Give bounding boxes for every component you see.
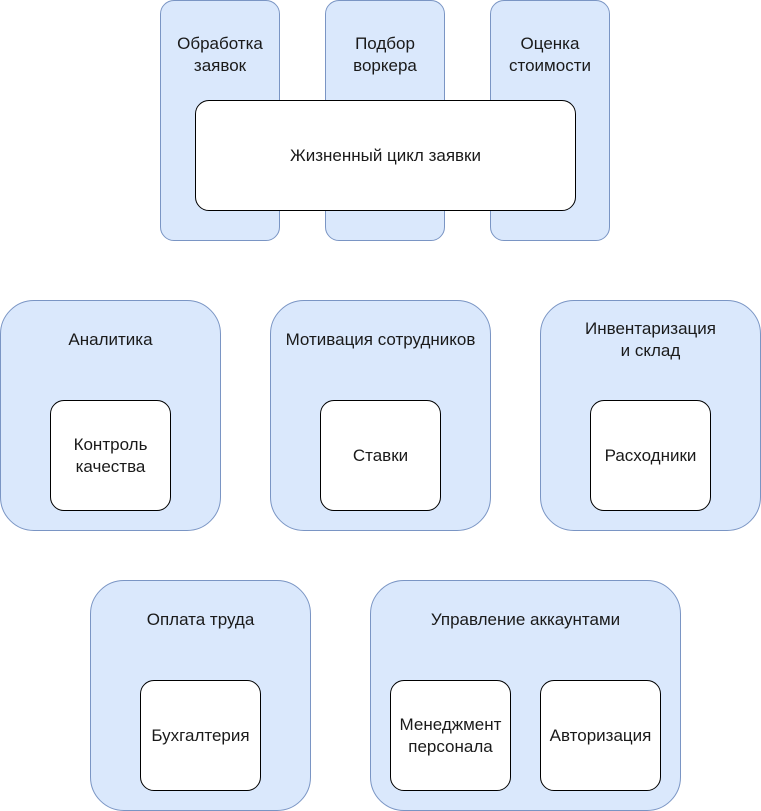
consumables-label: Расходники: [604, 445, 697, 465]
accounting-label: Бухгалтерия: [151, 725, 250, 745]
group-request-processing-label: Обработка заявок: [177, 34, 263, 75]
staff-management-box: Менеджмент персонала: [390, 680, 511, 791]
group-cost-estimation-label: Оценка стоимости: [509, 34, 591, 75]
group-analytics-label: Аналитика: [68, 330, 153, 349]
group-motivation-label: Мотивация сотрудников: [285, 330, 476, 349]
group-inventory-label: Инвентаризация и склад: [585, 319, 716, 360]
lifecycle-label: Жизненный цикл заявки: [290, 145, 481, 165]
authorization-label: Авторизация: [549, 725, 652, 745]
group-worker-selection-label: Подбор воркера: [353, 34, 417, 75]
authorization-box: Авторизация: [540, 680, 661, 791]
lifecycle-box: Жизненный цикл заявки: [195, 100, 576, 211]
accounting-box: Бухгалтерия: [140, 680, 261, 791]
consumables-box: Расходники: [590, 400, 711, 511]
rates-box: Ставки: [320, 400, 441, 511]
quality-control-label: Контроль качества: [73, 434, 148, 476]
group-account-management-label: Управление аккаунтами: [430, 610, 621, 629]
group-payroll-label: Оплата труда: [146, 610, 255, 629]
quality-control-box: Контроль качества: [50, 400, 171, 511]
staff-management-label: Менеджмент персонала: [399, 714, 502, 756]
rates-label: Ставки: [352, 445, 409, 465]
